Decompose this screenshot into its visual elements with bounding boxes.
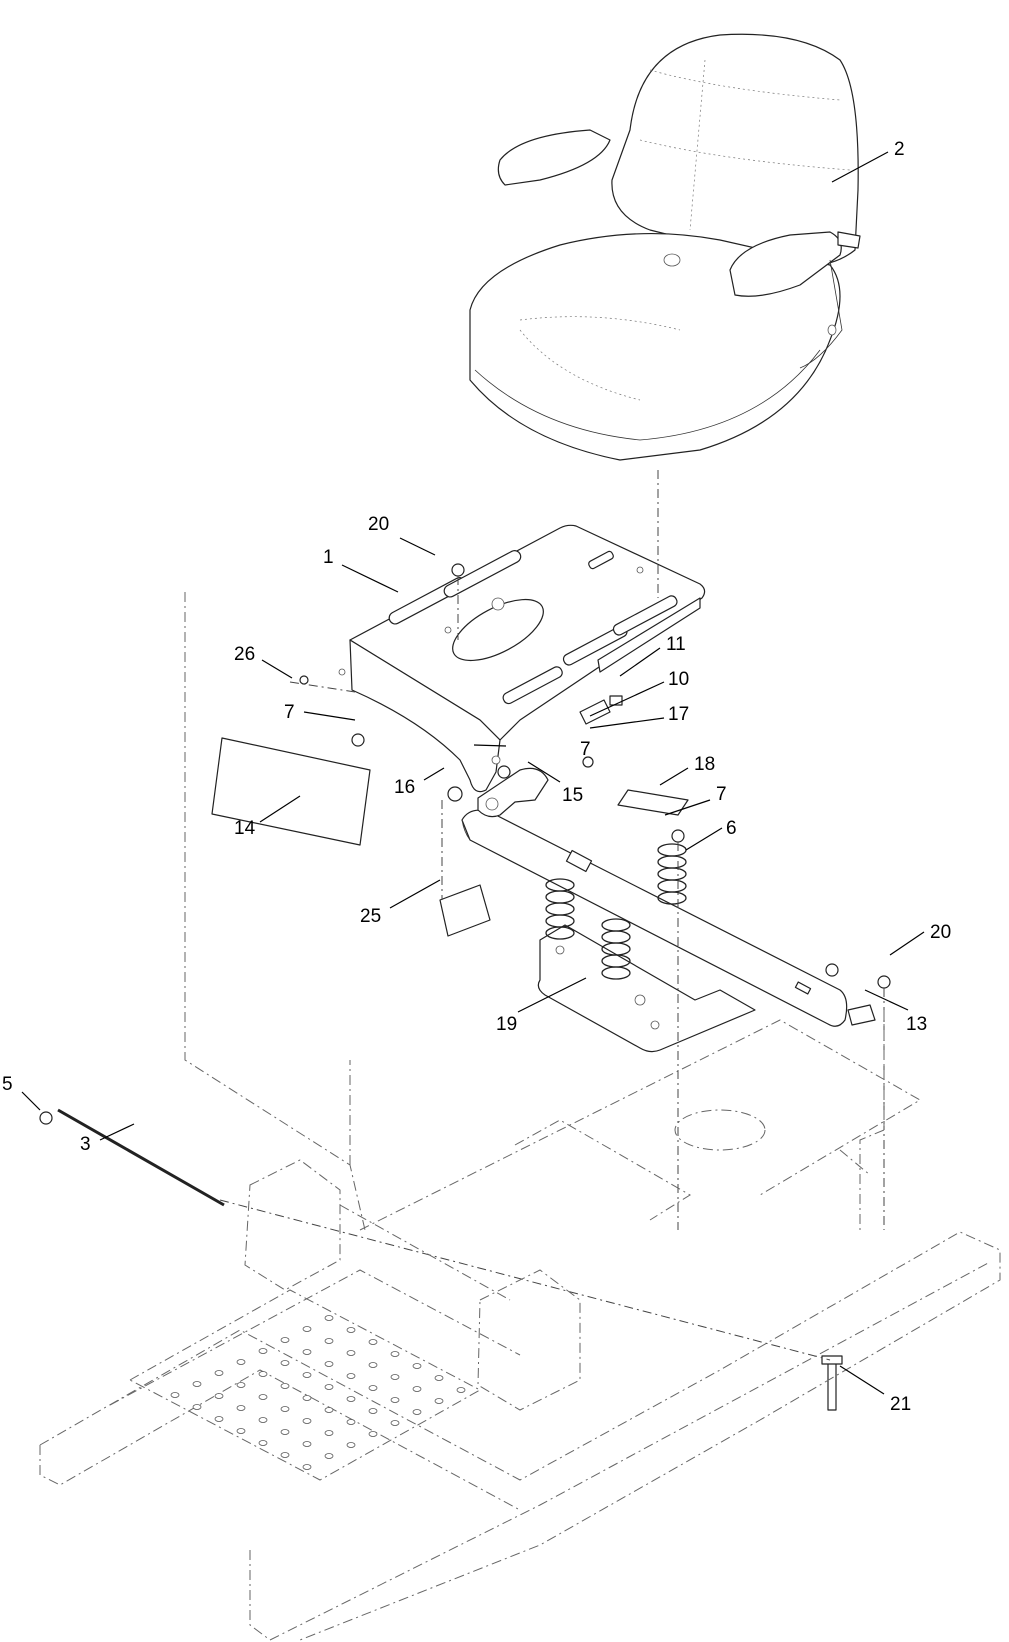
floor-hole: [324, 1407, 334, 1413]
floor-hole: [346, 1419, 356, 1425]
callout-1: 1: [323, 547, 334, 568]
floor-hole: [368, 1408, 378, 1414]
floor-hole: [236, 1428, 246, 1434]
callout-16: 16: [394, 777, 415, 798]
floor-hole: [236, 1405, 246, 1411]
callout-6: 6: [726, 818, 737, 839]
floor-hole: [302, 1395, 312, 1401]
callout-14: 14: [234, 818, 256, 839]
floor-hole: [236, 1359, 246, 1365]
callout-3: 3: [80, 1134, 91, 1155]
floor-hole: [214, 1370, 224, 1376]
floor-hole: [368, 1385, 378, 1391]
floor-hole: [412, 1386, 422, 1392]
floor-hole: [280, 1429, 290, 1435]
floor-hole: [346, 1350, 356, 1356]
floor-plate-holes: [170, 1315, 466, 1470]
floor-hole: [170, 1392, 180, 1398]
callout-17: 17: [668, 704, 689, 725]
floor-hole: [280, 1337, 290, 1343]
callout-21: 21: [890, 1394, 911, 1415]
floor-hole: [390, 1420, 400, 1426]
callout-15: 15: [562, 785, 583, 806]
floor-hole: [302, 1464, 312, 1470]
callout-19: 19: [496, 1014, 517, 1035]
floor-hole: [280, 1452, 290, 1458]
floor-hole: [390, 1397, 400, 1403]
floor-hole: [324, 1384, 334, 1390]
floor-hole: [324, 1453, 334, 1459]
floor-hole: [456, 1387, 466, 1393]
floor-hole: [302, 1372, 312, 1378]
callout-13: 13: [906, 1014, 927, 1035]
floor-hole: [302, 1418, 312, 1424]
floor-hole: [258, 1348, 268, 1354]
decal-18: [617, 789, 689, 816]
callout-25: 25: [360, 906, 381, 927]
floor-hole: [214, 1416, 224, 1422]
seat: [469, 33, 861, 461]
floor-hole: [324, 1315, 334, 1321]
floor-hole: [280, 1383, 290, 1389]
callout-7-center: 7: [580, 739, 591, 760]
floor-hole: [280, 1406, 290, 1412]
mower-frame: [39, 1019, 1001, 1641]
floor-hole: [302, 1326, 312, 1332]
clip-11: [609, 695, 623, 706]
small-hardware: [39, 563, 891, 1411]
callout-18: 18: [694, 754, 715, 775]
leader-lines: [21, 151, 925, 1395]
callout-10: 10: [668, 669, 689, 690]
seat-plate: [338, 524, 706, 793]
floor-hole: [368, 1339, 378, 1345]
floor-hole: [192, 1404, 202, 1410]
suspension-assembly: [461, 767, 848, 1053]
floor-hole: [412, 1409, 422, 1415]
floor-hole: [368, 1431, 378, 1437]
floor-hole: [324, 1430, 334, 1436]
floor-hole: [324, 1338, 334, 1344]
floor-hole: [302, 1349, 312, 1355]
bracket-10: [579, 699, 611, 725]
floor-hole: [346, 1396, 356, 1402]
floor-hole: [236, 1382, 246, 1388]
floor-hole: [258, 1371, 268, 1377]
callout-7-right: 7: [716, 784, 727, 805]
floor-hole: [346, 1373, 356, 1379]
floor-hole: [302, 1441, 312, 1447]
floor-hole: [324, 1361, 334, 1367]
callout-2: 2: [894, 139, 905, 160]
floor-hole: [192, 1381, 202, 1387]
bracket-25: [439, 884, 491, 937]
spring-left: [545, 878, 575, 940]
spring-right: [657, 843, 687, 905]
callout-20-right: 20: [930, 922, 951, 943]
callout-7-left: 7: [284, 702, 295, 723]
decal-14: [211, 737, 371, 846]
floor-hole: [214, 1393, 224, 1399]
floor-hole: [258, 1440, 268, 1446]
floor-hole: [258, 1394, 268, 1400]
callout-5: 5: [2, 1074, 13, 1095]
callout-26: 26: [234, 644, 255, 665]
spring-center: [601, 918, 631, 980]
bracket-13: [847, 1004, 876, 1026]
floor-hole: [368, 1362, 378, 1368]
floor-hole: [434, 1375, 444, 1381]
callout-labels: 2 20 1 26 11 10 7 17 7 16 15 18 7 14 6 2…: [2, 139, 951, 1415]
floor-hole: [346, 1442, 356, 1448]
floor-hole: [280, 1360, 290, 1366]
callout-20-top: 20: [368, 514, 389, 535]
phantom-outline: [184, 592, 366, 1231]
callout-11: 11: [666, 634, 686, 655]
floor-hole: [434, 1398, 444, 1404]
floor-hole: [390, 1351, 400, 1357]
floor-hole: [258, 1417, 268, 1423]
floor-hole: [412, 1363, 422, 1369]
floor-hole: [346, 1327, 356, 1333]
floor-hole: [390, 1374, 400, 1380]
